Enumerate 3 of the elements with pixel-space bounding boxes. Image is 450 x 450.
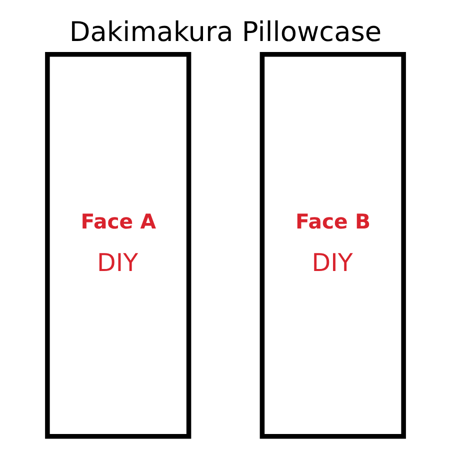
diagram-title: Dakimakura Pillowcase [68, 16, 382, 48]
node-box: Face A DIY [44, 52, 191, 439]
node-box: Face B DIY [259, 52, 406, 439]
